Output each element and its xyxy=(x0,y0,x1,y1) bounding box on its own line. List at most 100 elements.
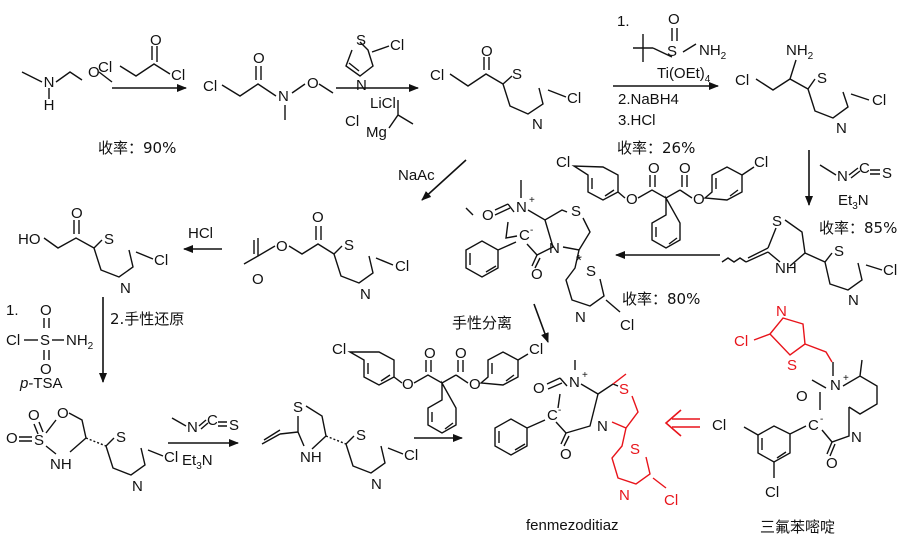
atom-n: N xyxy=(120,280,131,297)
atom-n: N xyxy=(278,88,289,105)
atom-cl: Cl xyxy=(332,341,346,358)
atom-o: O xyxy=(648,160,660,177)
reagent-nabh4: 2.NaBH4 xyxy=(618,91,679,108)
atom-o: O xyxy=(88,64,100,81)
atom-cl: Cl xyxy=(734,333,748,350)
reagent-ptsa: p-TSA xyxy=(19,375,63,392)
atom-o: O xyxy=(57,405,69,422)
atom-s: S xyxy=(817,70,827,87)
atom-s: S xyxy=(882,165,892,182)
atom-cl: Cl xyxy=(712,417,726,434)
yield-label: 收率：26% xyxy=(617,139,695,157)
cyclic-sulfamidate: O O S O NH S Cl N xyxy=(6,405,178,495)
atom-s: S xyxy=(356,427,366,444)
compound-name: fenmezoditiaz xyxy=(526,517,619,534)
atom-o: O xyxy=(560,446,572,463)
atom-cl: Cl xyxy=(735,72,749,89)
atom-o: O xyxy=(253,50,265,67)
atom-cl: Cl xyxy=(164,449,178,466)
reagent-hcl: 3.HCl xyxy=(618,112,656,129)
atom-o: O xyxy=(531,266,543,283)
atom-n: N xyxy=(371,476,382,493)
reaction-arrow-11 xyxy=(533,303,549,343)
yield-label: 收率：80% xyxy=(622,290,700,308)
charge-minus: - xyxy=(530,225,533,236)
atom-n: N xyxy=(549,240,560,257)
atom-n: N xyxy=(619,487,630,504)
atom-n: N xyxy=(836,120,847,137)
atom-s: S xyxy=(116,429,126,446)
step-number: 1. xyxy=(6,302,19,319)
atom-o: O xyxy=(796,388,808,405)
atom-o: O xyxy=(481,43,493,60)
atom-o: O xyxy=(276,238,288,255)
atom-s: S xyxy=(344,237,354,254)
atom-cl: Cl xyxy=(529,341,543,358)
atom-o: O xyxy=(533,380,545,397)
weinreb-amide: Cl O N O xyxy=(203,50,334,120)
reagent-chiral-reduction: 2.手性还原 xyxy=(110,310,184,328)
atom-n: N xyxy=(830,377,841,394)
reagent-licl: LiCl xyxy=(370,95,396,112)
atom-n: N xyxy=(776,303,787,320)
atom-o: O xyxy=(307,75,319,92)
atom-c: C xyxy=(547,407,558,424)
hydroxy-ketone: HO O S Cl N xyxy=(18,205,168,297)
reagent-hcl: HCl xyxy=(188,225,213,242)
atom-o: O xyxy=(469,376,481,393)
step-number: 1. xyxy=(617,13,630,30)
atom-cl: Cl xyxy=(754,154,768,171)
atom-cl: Cl xyxy=(872,92,886,109)
atom-n: N xyxy=(356,77,367,94)
reagent-nh2: NH2 xyxy=(66,332,94,352)
atom-s: S xyxy=(104,231,114,248)
atom-o: O xyxy=(455,345,467,362)
methyl-isothiocyanate-2: N C S Et3N xyxy=(171,412,239,472)
charge-minus: - xyxy=(558,405,561,416)
atom-s: S xyxy=(293,399,303,416)
yield-label: 收率：90% xyxy=(98,139,176,157)
reagent-naac: NaAc xyxy=(398,167,435,184)
atom-cl: Cl xyxy=(345,113,359,130)
weinreb-amine: N H O xyxy=(21,64,113,114)
atom-n: N xyxy=(132,478,143,495)
atom-o: O xyxy=(6,430,18,447)
charge-minus: - xyxy=(820,414,823,425)
atom-cl: Cl xyxy=(430,67,444,84)
atom-nh2: NH2 xyxy=(786,42,814,62)
atom-o: O xyxy=(312,209,324,226)
reagent-titanium-ethoxide: Ti(OEt)4 xyxy=(657,65,711,85)
atom-s: S xyxy=(619,381,629,398)
atom-cl: Cl xyxy=(395,258,409,275)
thiazolidine-imine-chiral: S NH S Cl N xyxy=(261,399,418,493)
dicloromezotiaz: Cl N S N + O C - N O Cl Cl 三氟苯嘧啶 xyxy=(712,303,878,536)
reagent-triethylamine: Et3N xyxy=(838,192,869,212)
atom-s: S xyxy=(571,203,581,220)
atom-c: C xyxy=(519,227,530,244)
thiazolidine-imine-racemic: S NH S Cl N xyxy=(721,213,897,309)
atom-n: N xyxy=(569,374,580,391)
atom-n: N xyxy=(837,168,848,185)
retrosynthesis-arrow xyxy=(664,409,700,437)
atom-n: N xyxy=(532,116,543,133)
atom-ho: HO xyxy=(18,231,41,248)
reagent-nh2: NH2 xyxy=(699,42,727,62)
compound-name: 三氟苯嘧啶 xyxy=(760,518,835,536)
atom-cl: Cl xyxy=(664,492,678,509)
atom-cl: Cl xyxy=(98,59,112,76)
atom-c: C xyxy=(859,160,870,177)
atom-n: N xyxy=(360,286,371,303)
atom-n: N xyxy=(848,292,859,309)
atom-mg: Mg xyxy=(366,124,387,141)
atom-cl: Cl xyxy=(154,252,168,269)
atom-o: O xyxy=(40,302,52,319)
atom-cl: Cl xyxy=(390,37,404,54)
atom-c: C xyxy=(207,412,218,429)
atom-n: N xyxy=(851,429,862,446)
stereocenter-marker: * xyxy=(576,252,582,269)
atom-o: O xyxy=(71,205,83,222)
amine-intermediate: NH2 Cl S Cl N xyxy=(735,42,886,137)
chiral-resolution-label: 手性分离 xyxy=(452,314,512,332)
atom-s: S xyxy=(40,332,50,349)
yield-label: 收率：85% xyxy=(819,219,897,237)
